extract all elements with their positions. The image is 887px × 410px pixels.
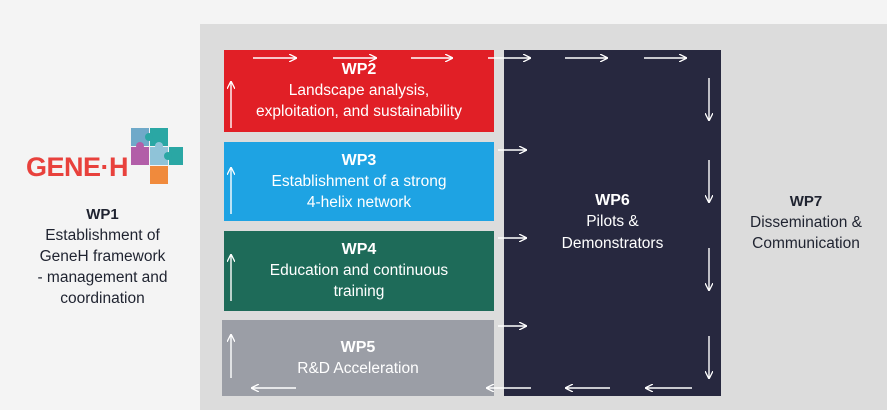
wp5-box: WP5 R&D Acceleration [222, 320, 494, 396]
wp7-desc-line-2: Communication [752, 235, 860, 252]
wp1-desc-line-1: Establishment of [45, 227, 160, 244]
wp1-desc-line-4: coordination [60, 290, 145, 307]
wp7-title: WP7 [789, 193, 823, 210]
wp6-desc-line-2: Demonstrators [561, 235, 664, 252]
wp2-title: WP2 [341, 61, 377, 78]
wp6-title: WP6 [595, 192, 630, 209]
wp1-title: WP1 [86, 206, 119, 223]
puzzle-pieces-icon [131, 128, 183, 184]
wp7-label: WP7 Dissemination & Communication [725, 192, 887, 254]
wp3-box: WP3 Establishment of a strong 4-helix ne… [224, 142, 494, 221]
wp1-desc-line-2: GeneH framework [39, 248, 166, 265]
wp3-desc-line-2: 4-helix network [306, 193, 412, 211]
wp1-desc-line-3: - management and [37, 269, 168, 286]
wp6-box: WP6 Pilots & Demonstrators [504, 50, 721, 396]
wp2-desc-line-1: Landscape analysis, [288, 82, 430, 99]
wp2-box: WP2 Landscape analysis, exploitation, an… [224, 50, 494, 132]
wp4-box: WP4 Education and continuous training [224, 231, 494, 311]
wp4-title: WP4 [341, 241, 377, 258]
wp2-desc-line-2: exploitation, and sustainability [256, 103, 462, 120]
wp4-desc-line-1: Education and continuous [269, 262, 449, 279]
wp1-label: WP1 Establishment of GeneH framework - m… [20, 205, 185, 309]
wp3-desc-line-1: Establishment of a strong [271, 172, 447, 190]
logo-wordmark: GENE·H [26, 152, 129, 182]
wp5-desc-line-1: R&D Acceleration [297, 359, 419, 377]
wp3-title: WP3 [341, 151, 377, 169]
wp5-title: WP5 [340, 338, 376, 356]
wp7-desc-line-1: Dissemination & [750, 214, 862, 231]
geneh-logo: GENE·H [26, 126, 188, 196]
wp6-desc-line-1: Pilots & [586, 213, 639, 230]
wp4-desc-line-2: training [333, 283, 385, 300]
